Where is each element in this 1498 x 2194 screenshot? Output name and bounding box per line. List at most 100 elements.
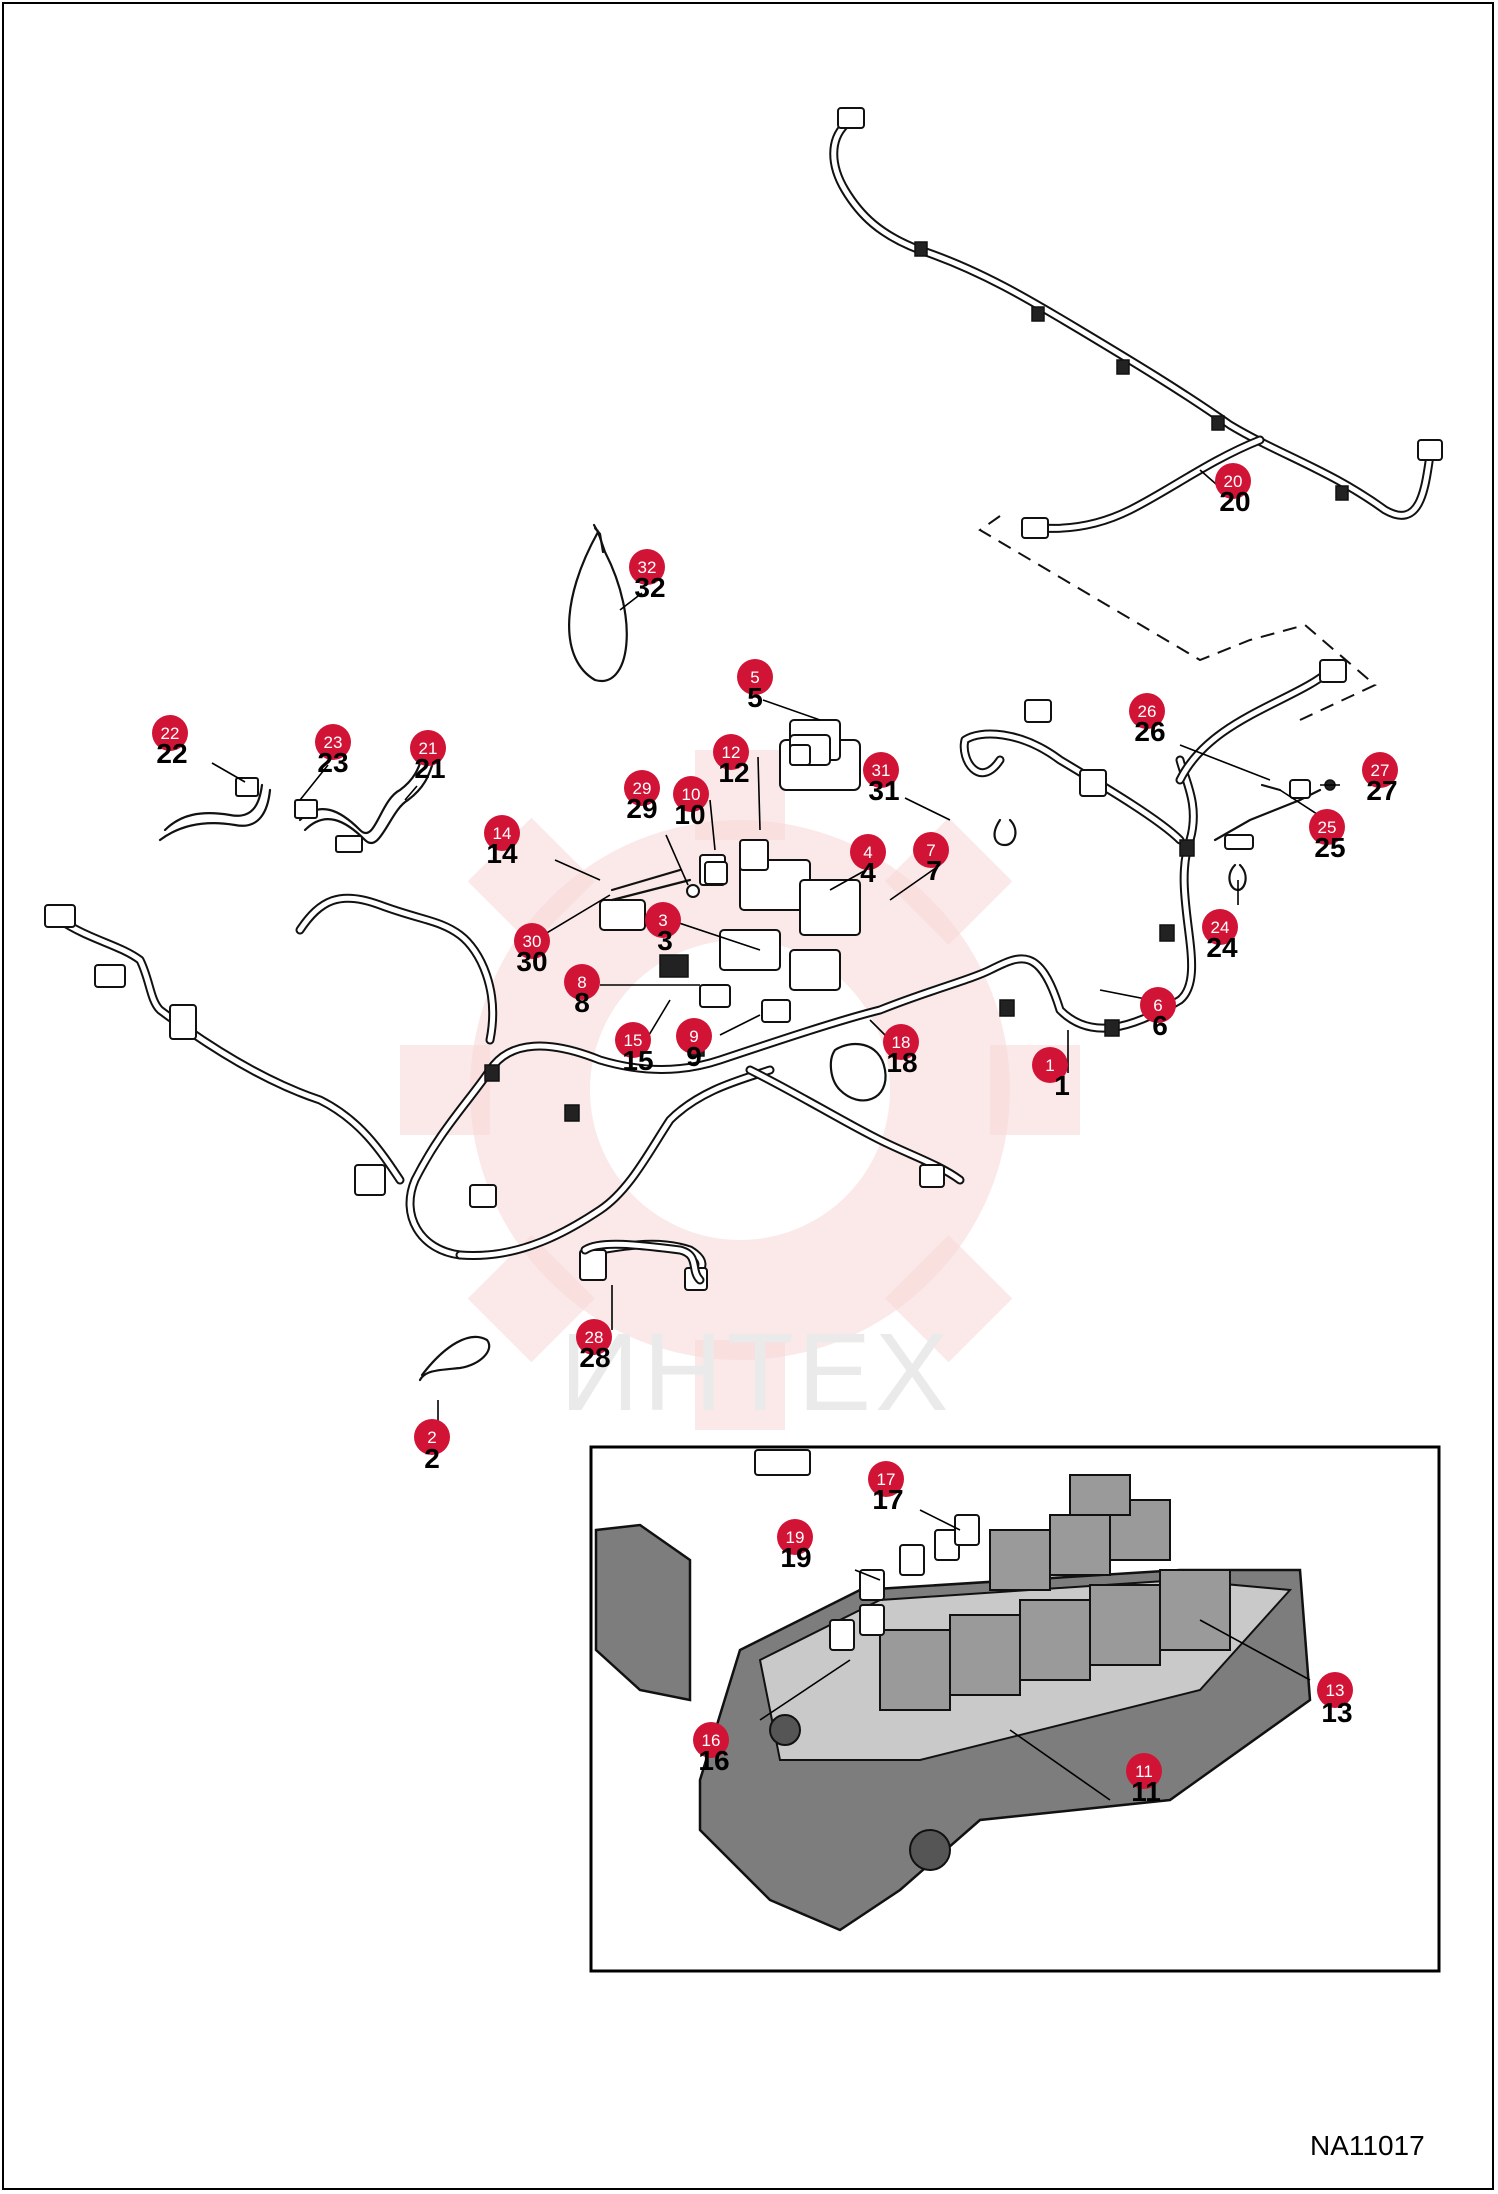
- callout-badge-label: 2: [427, 1428, 436, 1447]
- callout-badge: [1032, 1047, 1068, 1083]
- callout-badge-label: 24: [1211, 918, 1230, 937]
- callout-8: 88: [564, 964, 600, 1018]
- tie-strap-32: [568, 523, 628, 683]
- part-number-label: 12: [718, 757, 749, 788]
- callout-badge: [1317, 1672, 1353, 1708]
- part-number-label: 1: [1054, 1070, 1070, 1101]
- callout-badge: [777, 1519, 813, 1555]
- callout-badge: [615, 1022, 651, 1058]
- part-number-label: 23: [317, 747, 348, 778]
- callout-badge-label: 5: [750, 668, 759, 687]
- callout-badge: [1362, 752, 1398, 788]
- callout-badge: [576, 1319, 612, 1355]
- part-number-label: 15: [622, 1045, 653, 1076]
- watermark-text: ИНТЕХ: [560, 1311, 952, 1434]
- callout-badge-label: 32: [638, 558, 657, 577]
- part-number-label: 14: [486, 838, 518, 869]
- callout-badge-label: 31: [872, 761, 891, 780]
- callout-badge: [410, 730, 446, 766]
- callout-badge: [850, 834, 886, 870]
- part-number-label: 32: [634, 572, 665, 603]
- drawing-code: NA11017: [1310, 2130, 1425, 2161]
- part-number-label: 31: [868, 775, 899, 806]
- callout-badge-label: 28: [585, 1328, 604, 1347]
- part-number-label: 6: [1152, 1010, 1168, 1041]
- part-number-label: 10: [674, 799, 705, 830]
- callout-badge-label: 1: [1045, 1056, 1054, 1075]
- part-number-label: 27: [1366, 775, 1397, 806]
- callout-badge-label: 12: [722, 743, 741, 762]
- callout-badge-label: 19: [786, 1528, 805, 1547]
- harness-20: [829, 107, 1443, 539]
- callout-badge: [564, 964, 600, 1000]
- callout-badge: [1140, 987, 1176, 1023]
- part-number-label: 20: [1219, 486, 1250, 517]
- callout-2: 22: [414, 1419, 450, 1474]
- callout-3: 33: [645, 902, 681, 956]
- callout-badge: [624, 770, 660, 806]
- callout-badge-label: 29: [633, 779, 652, 798]
- callout-badge-label: 15: [624, 1031, 643, 1050]
- callout-badge-label: 14: [493, 824, 512, 843]
- part-number-label: 26: [1134, 716, 1165, 747]
- callout-badge: [152, 715, 188, 751]
- callout-badge-label: 21: [419, 739, 438, 758]
- callout-badge-label: 4: [863, 843, 872, 862]
- callout-badge: [629, 549, 665, 585]
- callout-badge-label: 27: [1371, 761, 1390, 780]
- callout-badge: [913, 832, 949, 868]
- harness-21: [158, 741, 441, 853]
- leader-lines: [211, 469, 1340, 1801]
- callout-1: 11: [1032, 1047, 1070, 1101]
- callout-badge-label: 30: [523, 932, 542, 951]
- callout-badge: [737, 659, 773, 695]
- callout-badge: [1129, 693, 1165, 729]
- gear-watermark-icon: ИНТЕХ: [400, 750, 1080, 1434]
- callout-badge: [1309, 809, 1345, 845]
- small-parts: [418, 526, 1336, 1382]
- fuse-box-inset: [589, 1445, 1441, 1973]
- callout-badge: [868, 1461, 904, 1497]
- callout-6: 66: [1140, 987, 1176, 1041]
- callout-5: 55: [737, 659, 773, 713]
- callout-badge: [414, 1419, 450, 1455]
- part-number-label: 11: [1131, 1776, 1161, 1807]
- callout-badge: [645, 902, 681, 938]
- part-number-label: 2: [424, 1443, 440, 1474]
- callout-badge: [883, 1024, 919, 1060]
- callout-badge-label: 8: [577, 973, 586, 992]
- part-number-label: 22: [156, 738, 187, 769]
- callout-badge: [713, 734, 749, 770]
- part-number-label: 17: [872, 1484, 903, 1515]
- part-number-label: 13: [1321, 1697, 1352, 1728]
- callout-badge-label: 13: [1326, 1681, 1345, 1700]
- part-number-label: 18: [886, 1047, 917, 1078]
- part-number-label: 28: [579, 1342, 610, 1373]
- part-number-label: 16: [698, 1745, 729, 1776]
- part-number-label: 9: [686, 1041, 702, 1072]
- callout-badge-label: 7: [926, 841, 935, 860]
- dashed-reference-outline: [978, 515, 1377, 721]
- callout-badge: [676, 1018, 712, 1054]
